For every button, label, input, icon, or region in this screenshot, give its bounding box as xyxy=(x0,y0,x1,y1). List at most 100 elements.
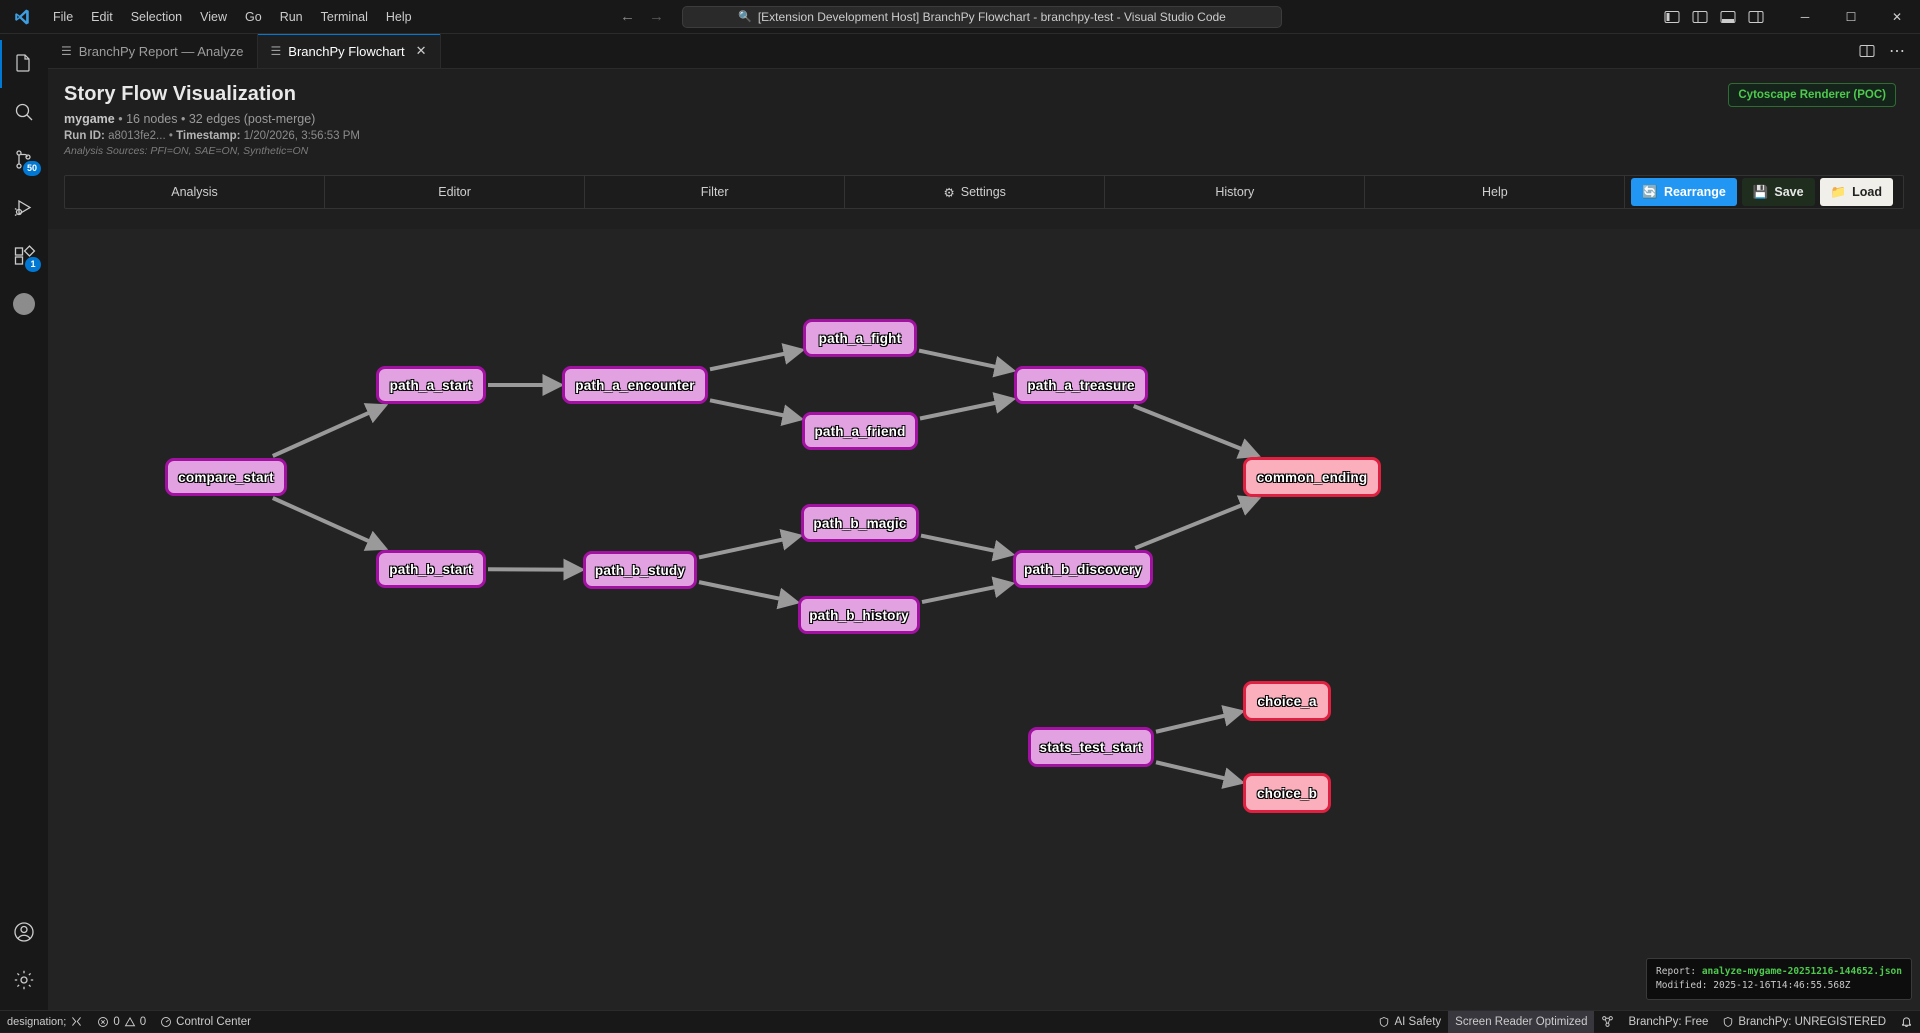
graph-node-stats_test_start[interactable]: stats_test_start xyxy=(1028,727,1154,767)
menu-edit[interactable]: Edit xyxy=(82,6,122,28)
graph-node-label: path_b_start xyxy=(389,562,472,577)
error-count: 0 xyxy=(113,1016,119,1028)
window-maximize-button[interactable]: ☐ xyxy=(1828,0,1874,34)
tab-settings[interactable]: ⚙ Settings xyxy=(845,176,1105,208)
sidebar-item-source-control[interactable]: 50 xyxy=(0,136,48,184)
graph-node-label: path_a_fight xyxy=(819,331,902,346)
split-editor-icon[interactable] xyxy=(1859,43,1875,59)
project-name: mygame xyxy=(64,112,115,126)
arrow-left-icon[interactable]: ← xyxy=(620,9,635,24)
graph-node-path_b_history[interactable]: path_b_history xyxy=(798,596,920,634)
graph-node-choice_b[interactable]: choice_b xyxy=(1243,773,1331,813)
graph-edge-stats_test_start-to-choice_a xyxy=(1156,712,1241,732)
tab-history[interactable]: History xyxy=(1105,176,1365,208)
editor-tab-bar: ☰ BranchPy Report — Analyze ☰ BranchPy F… xyxy=(0,34,1920,69)
quick-input-search[interactable]: 🔍 [Extension Development Host] BranchPy … xyxy=(682,6,1282,28)
graph-node-label: path_a_start xyxy=(390,378,473,393)
arrow-right-icon[interactable]: → xyxy=(649,9,664,24)
problems-status[interactable]: 0 0 xyxy=(90,1011,153,1033)
menu-file[interactable]: File xyxy=(44,6,82,28)
customize-layout-icon[interactable] xyxy=(1748,9,1764,25)
graph-edge-compare_start-to-path_a_start xyxy=(273,406,384,456)
graph-edge-path_b_study-to-path_b_magic xyxy=(699,536,799,557)
sidebar-item-search[interactable] xyxy=(0,88,48,136)
graph-edge-path_a_encounter-to-path_a_fight xyxy=(710,350,801,369)
settings-button[interactable] xyxy=(0,956,48,1004)
tab-analysis[interactable]: Analysis xyxy=(65,176,325,208)
save-button[interactable]: 💾 Save xyxy=(1742,178,1815,206)
accounts-button[interactable] xyxy=(0,908,48,956)
branchpy-plan-status[interactable]: BranchPy: Free xyxy=(1621,1011,1715,1033)
graph-node-path_b_study[interactable]: path_b_study xyxy=(583,551,697,589)
menu-terminal[interactable]: Terminal xyxy=(312,6,377,28)
graph-edge-path_b_study-to-path_b_history xyxy=(699,582,796,602)
menu-go[interactable]: Go xyxy=(236,6,271,28)
folder-icon: 📁 xyxy=(1831,185,1847,200)
bell-icon xyxy=(1900,1015,1913,1028)
menu-help[interactable]: Help xyxy=(377,6,421,28)
tab-filter-label: Filter xyxy=(701,185,729,199)
remote-icon: designation; xyxy=(7,1016,66,1028)
modified-line: Modified: 2025-12-16T14:46:55.568Z xyxy=(1656,979,1902,993)
menu-selection[interactable]: Selection xyxy=(122,6,191,28)
rearrange-button[interactable]: 🔄 Rearrange xyxy=(1631,178,1736,206)
tab-editor[interactable]: Editor xyxy=(325,176,585,208)
run-id-value: a8013fe2... xyxy=(108,130,166,142)
graph-node-path_a_friend[interactable]: path_a_friend xyxy=(802,412,918,450)
graph-node-choice_a[interactable]: choice_a xyxy=(1243,681,1331,721)
graph-summary: mygame • 16 nodes • 32 edges (post-merge… xyxy=(64,112,1920,126)
sidebar-item-run-and-debug[interactable] xyxy=(0,184,48,232)
window-minimize-button[interactable]: ─ xyxy=(1782,0,1828,34)
control-center-label: Control Center xyxy=(176,1016,251,1028)
report-filename: analyze-mygame-20251216-144652.json xyxy=(1702,966,1902,977)
graph-edge-path_a_friend-to-path_a_treasure xyxy=(920,399,1012,418)
close-icon[interactable]: ✕ xyxy=(416,43,427,59)
control-center-status[interactable]: Control Center xyxy=(153,1011,258,1033)
branchpy-graph-status[interactable] xyxy=(1594,1011,1621,1033)
graph-node-path_a_treasure[interactable]: path_a_treasure xyxy=(1014,366,1148,404)
search-icon: 🔍 xyxy=(738,10,752,23)
toggle-secondary-sidebar-icon[interactable] xyxy=(1692,9,1708,25)
sidebar-item-extensions[interactable]: 1 xyxy=(0,232,48,280)
toggle-panel-icon[interactable] xyxy=(1720,9,1736,25)
graph-node-label: path_b_study xyxy=(595,563,685,578)
tab-help-label: Help xyxy=(1482,185,1508,199)
notifications-button[interactable] xyxy=(1893,1011,1920,1033)
graph-node-path_b_start[interactable]: path_b_start xyxy=(376,550,486,588)
menu-run[interactable]: Run xyxy=(271,6,312,28)
graph-node-common_ending[interactable]: common_ending xyxy=(1243,457,1381,497)
load-label: Load xyxy=(1852,185,1882,199)
remote-indicator[interactable]: designation; xyxy=(0,1011,90,1033)
more-actions-icon[interactable]: ⋯ xyxy=(1889,41,1906,61)
graph-edge-compare_start-to-path_b_start xyxy=(273,498,384,548)
sidebar-item-explorer[interactable] xyxy=(0,40,48,88)
activity-bar-bottom xyxy=(0,908,48,1010)
graph-node-path_a_start[interactable]: path_a_start xyxy=(376,366,486,404)
sidebar-item-custom-view[interactable] xyxy=(0,280,48,328)
load-button[interactable]: 📁 Load xyxy=(1820,178,1893,206)
panel-header: Story Flow Visualization mygame • 16 nod… xyxy=(48,69,1920,163)
graph-node-path_b_discovery[interactable]: path_b_discovery xyxy=(1013,550,1153,588)
window-close-button[interactable]: ✕ xyxy=(1874,0,1920,34)
tab-branchpy-flowchart[interactable]: ☰ BranchPy Flowchart ✕ xyxy=(258,34,441,68)
graph-node-label: stats_test_start xyxy=(1040,740,1143,755)
tab-filter[interactable]: Filter xyxy=(585,176,845,208)
graph-node-compare_start[interactable]: compare_start xyxy=(165,458,287,496)
refresh-icon: 🔄 xyxy=(1642,185,1658,200)
rearrange-label: Rearrange xyxy=(1664,185,1726,199)
graph-node-path_a_encounter[interactable]: path_a_encounter xyxy=(562,366,708,404)
tab-analysis-label: Analysis xyxy=(171,185,218,199)
tab-help[interactable]: Help xyxy=(1365,176,1625,208)
graph-node-path_a_fight[interactable]: path_a_fight xyxy=(803,319,917,357)
graph-node-label: path_b_magic xyxy=(813,516,906,531)
ai-safety-status[interactable]: AI Safety xyxy=(1371,1011,1448,1033)
graph-node-path_b_magic[interactable]: path_b_magic xyxy=(801,504,919,542)
flowchart-toolbar: Analysis Editor Filter ⚙ Settings Histor… xyxy=(64,175,1904,209)
branchpy-license-status[interactable]: BranchPy: UNREGISTERED xyxy=(1715,1011,1893,1033)
menu-view[interactable]: View xyxy=(191,6,236,28)
tab-branchpy-report[interactable]: ☰ BranchPy Report — Analyze xyxy=(48,34,258,68)
screen-reader-status[interactable]: Screen Reader Optimized xyxy=(1448,1011,1594,1033)
circle-icon xyxy=(13,293,35,315)
graph-canvas[interactable]: compare_start path_a_start path_a_encounte… xyxy=(48,229,1920,1010)
toggle-primary-sidebar-icon[interactable] xyxy=(1664,9,1680,25)
